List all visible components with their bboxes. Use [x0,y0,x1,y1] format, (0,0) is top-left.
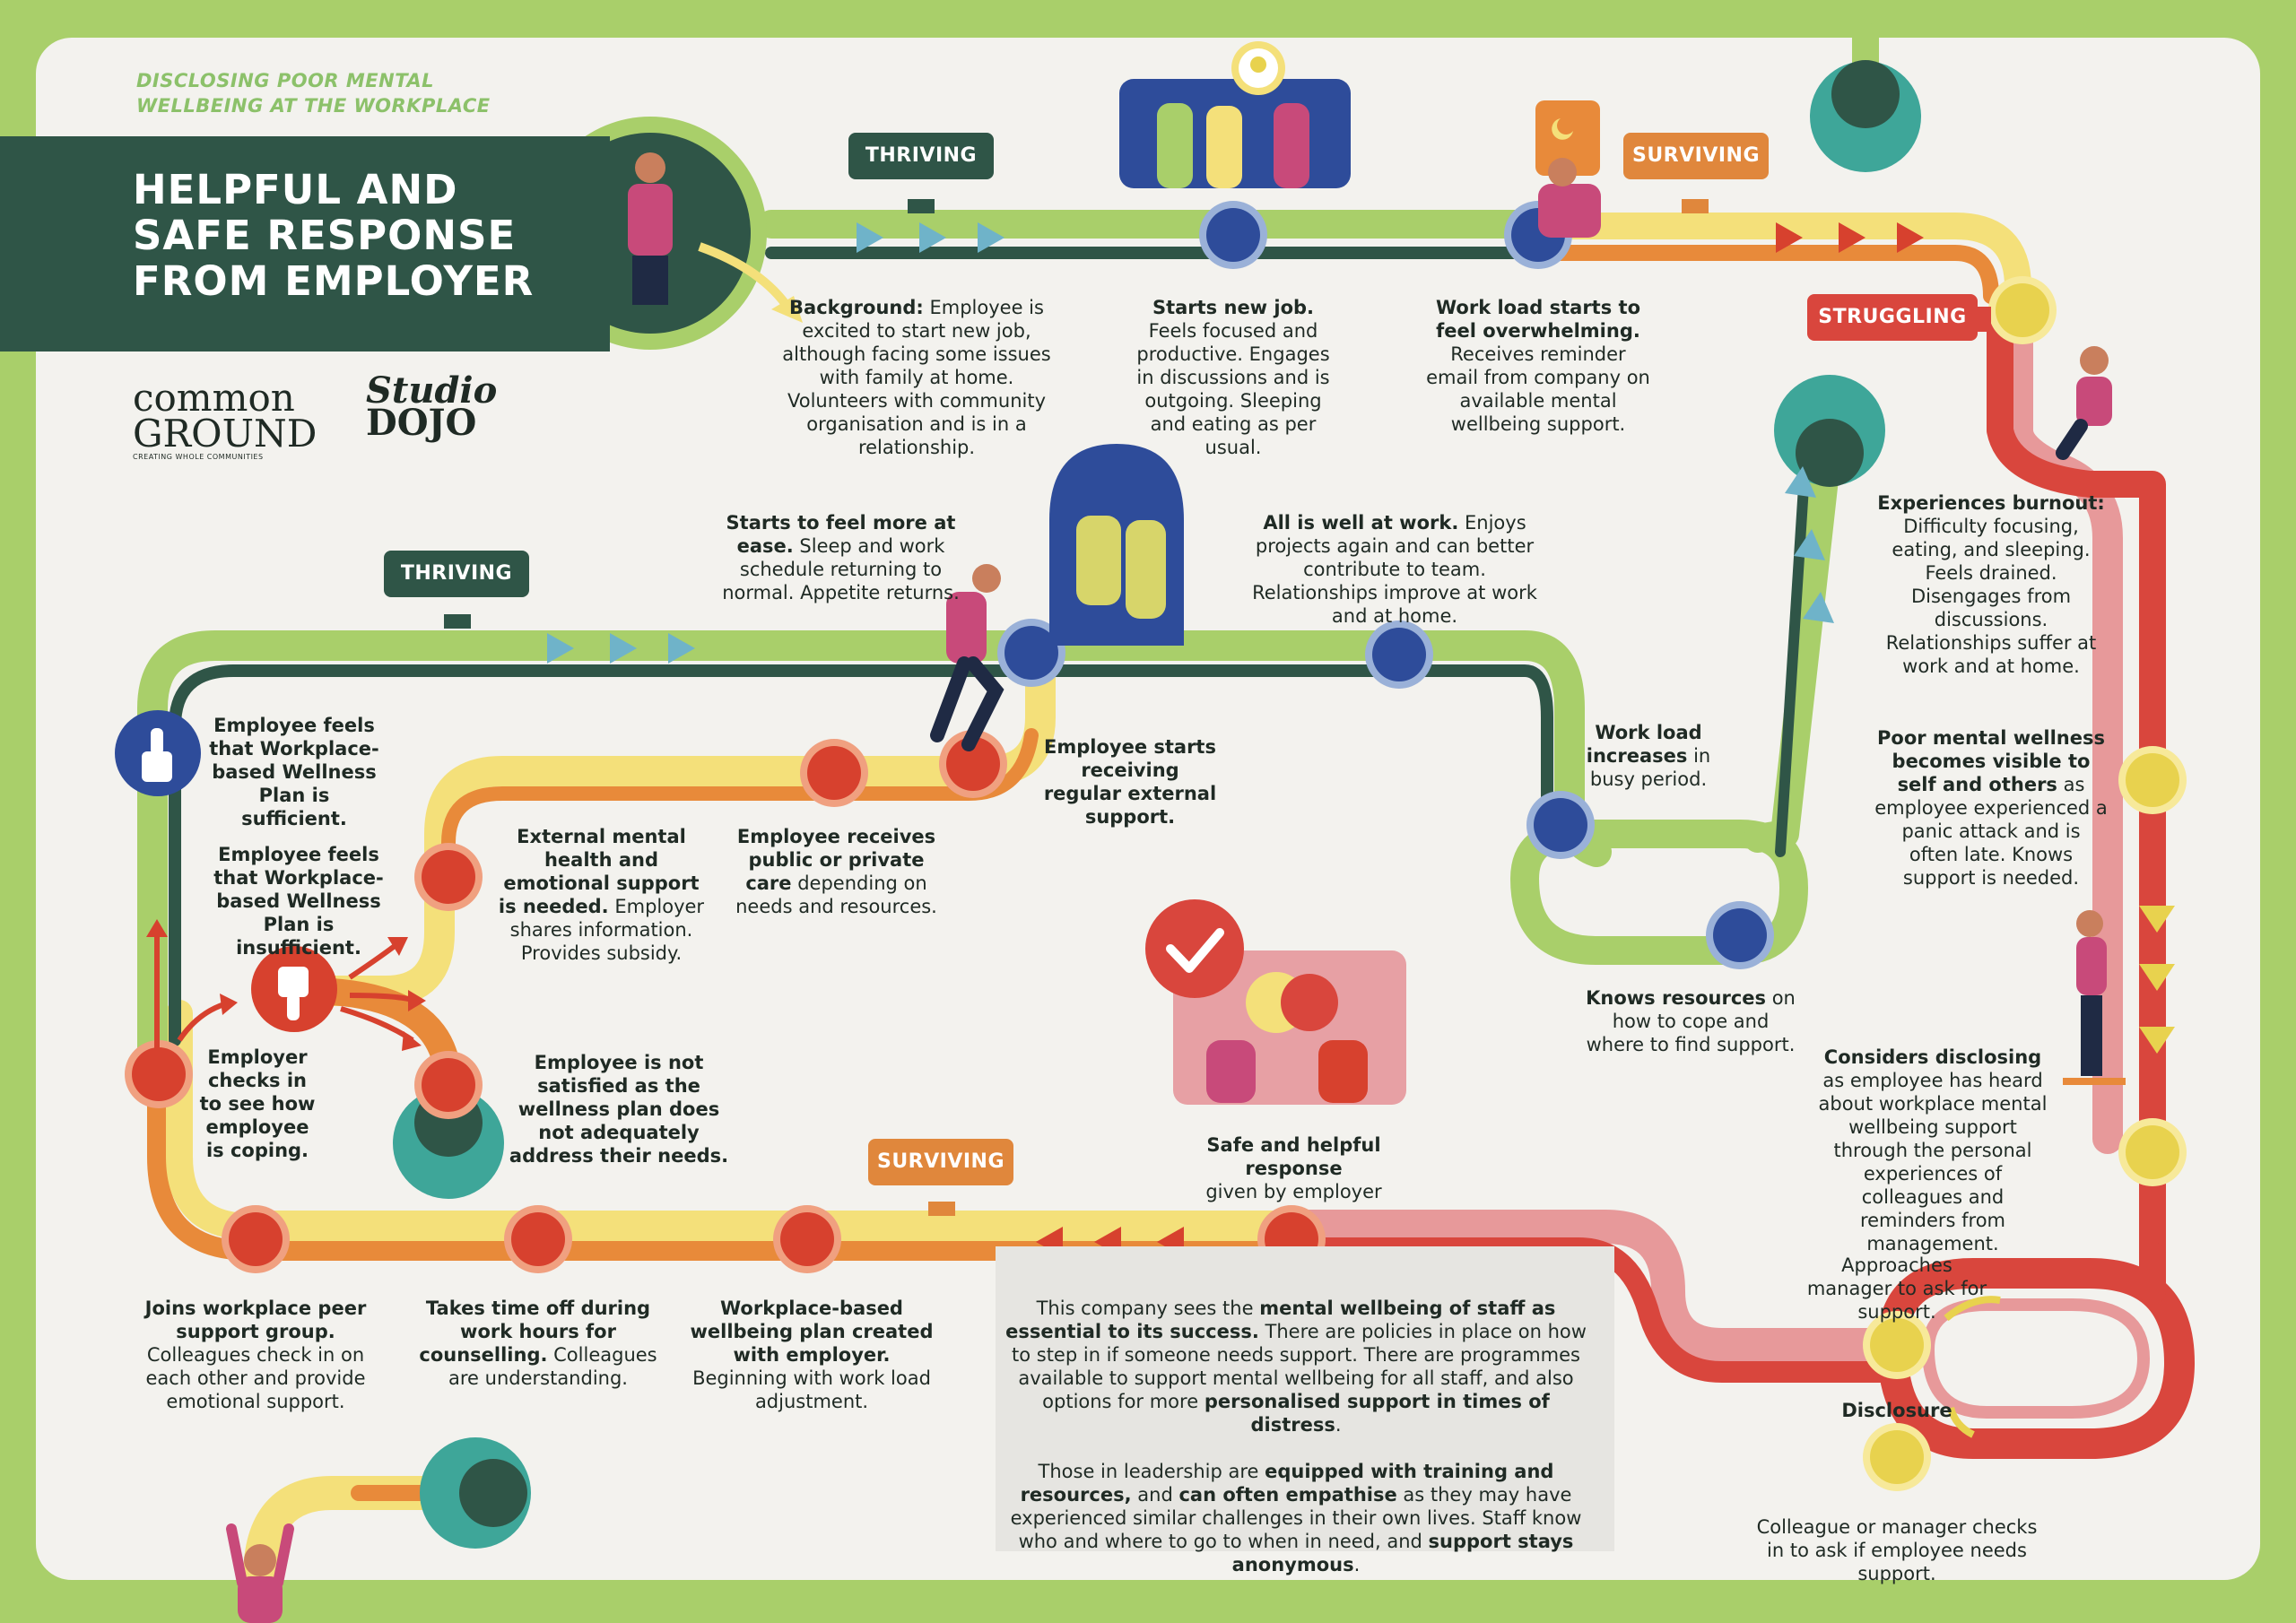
title-line-2: SAFE RESPONSE [133,212,517,259]
company-note: This company sees the mental wellbeing o… [1000,1297,1592,1576]
studio-dojo-logo: Studio DOJO [366,369,498,444]
logo-line-1: common [133,376,295,420]
step-insufficient: Employee feels that Workplace-based Well… [213,844,384,959]
step-time-off: Takes time off during work hours for cou… [419,1298,657,1389]
arrow-icon [698,242,794,312]
company-note-p2: Those in leadership are equipped with tr… [1010,1461,1582,1575]
kicker-line-1: DISCLOSING POOR MENTAL [136,70,435,91]
title-band [0,136,610,352]
step-not-satisfied: Employee is not satisfied as the wellnes… [509,1052,729,1167]
path-top-orange [1535,245,1999,304]
step-employer-checks: Employer checks in to see how employee i… [199,1046,316,1161]
path-disclosure-loop [1877,1258,2195,1459]
step-at-ease: Starts to feel more at ease. Sleep and w… [722,512,960,603]
step-workload: Work load starts to feel overwhelming. R… [1426,297,1650,435]
logo-tagline: CREATING WHOLE COMMUNITIES [133,453,264,461]
checkmark-icon [1145,899,1244,998]
path-mid-dark [944,664,1553,831]
common-ground-logo: common GROUND CREATING WHOLE COMMUNITIES [133,376,317,463]
step-peer-group: Joins workplace peer support group. Coll… [144,1298,367,1412]
title-line-1: HELPFUL AND [133,166,458,213]
step-external-needed: External mental health and emotional sup… [498,826,705,964]
step-all-well: All is well at work. Enjoys projects aga… [1252,512,1537,627]
studio-line-1: Studio [366,369,498,412]
stage-label-surviving-top: SURVIVING [1623,133,1769,179]
page-title: HELPFUL AND SAFE RESPONSE FROM EMPLOYER [133,167,534,304]
step-burnout: Experiences burnout:Difficulty focusing,… [1877,492,2105,677]
step-workplace-plan: Workplace-based wellbeing plan created w… [690,1298,934,1412]
step-receives: Employee receives public or private care… [735,826,937,917]
path-right-red [1987,309,2166,1269]
stage-label-surviving-bottom: SURVIVING [868,1139,1013,1185]
step-considers: Considers disclosing as employee has hea… [1818,1046,2048,1254]
step-background: Background: Employee is excited to start… [782,297,1051,458]
kicker-line-2: WELLBEING AT THE WORKPLACE [136,95,491,117]
step-regular-support: Employee starts receiving regular extern… [1043,736,1217,828]
step-disclosure: Disclosure [1841,1400,1952,1421]
step-sufficient: Employee feels that Workplace-based Well… [209,715,379,829]
stage-label-thriving-top: THRIVING [848,133,994,179]
stage-label-struggling: STRUGGLING [1807,294,1978,341]
path-left-green [137,630,966,1082]
step-visible: Poor mental wellness becomes visible to … [1874,727,2108,889]
path-climb-dark [1775,425,1813,857]
path-bottom-pink [1274,1210,1909,1362]
step-new-job: Starts new job. Feels focused and produc… [1136,297,1330,458]
step-knows-resources: Knows resources on how to cope and where… [1586,987,1796,1055]
studio-line-2: DOJO [366,402,477,444]
step-checks-in: Colleague or manager checks in to ask if… [1756,1516,2038,1584]
step-approaches: Approaches manager to ask for support. [1806,1254,1987,1323]
logo-line-2: GROUND [133,412,317,456]
path-branch-upper-orange [441,728,1039,904]
company-note-panel [996,1246,1614,1551]
kicker: DISCLOSING POOR MENTAL WELLBEING AT THE … [136,68,491,118]
title-line-3: FROM EMPLOYER [133,257,535,305]
stage-label-thriving-mid: THRIVING [384,551,529,597]
company-note-p1: This company sees the mental wellbeing o… [1005,1298,1587,1436]
step-workload-increase: Work load increases in busy period. [1586,722,1711,790]
